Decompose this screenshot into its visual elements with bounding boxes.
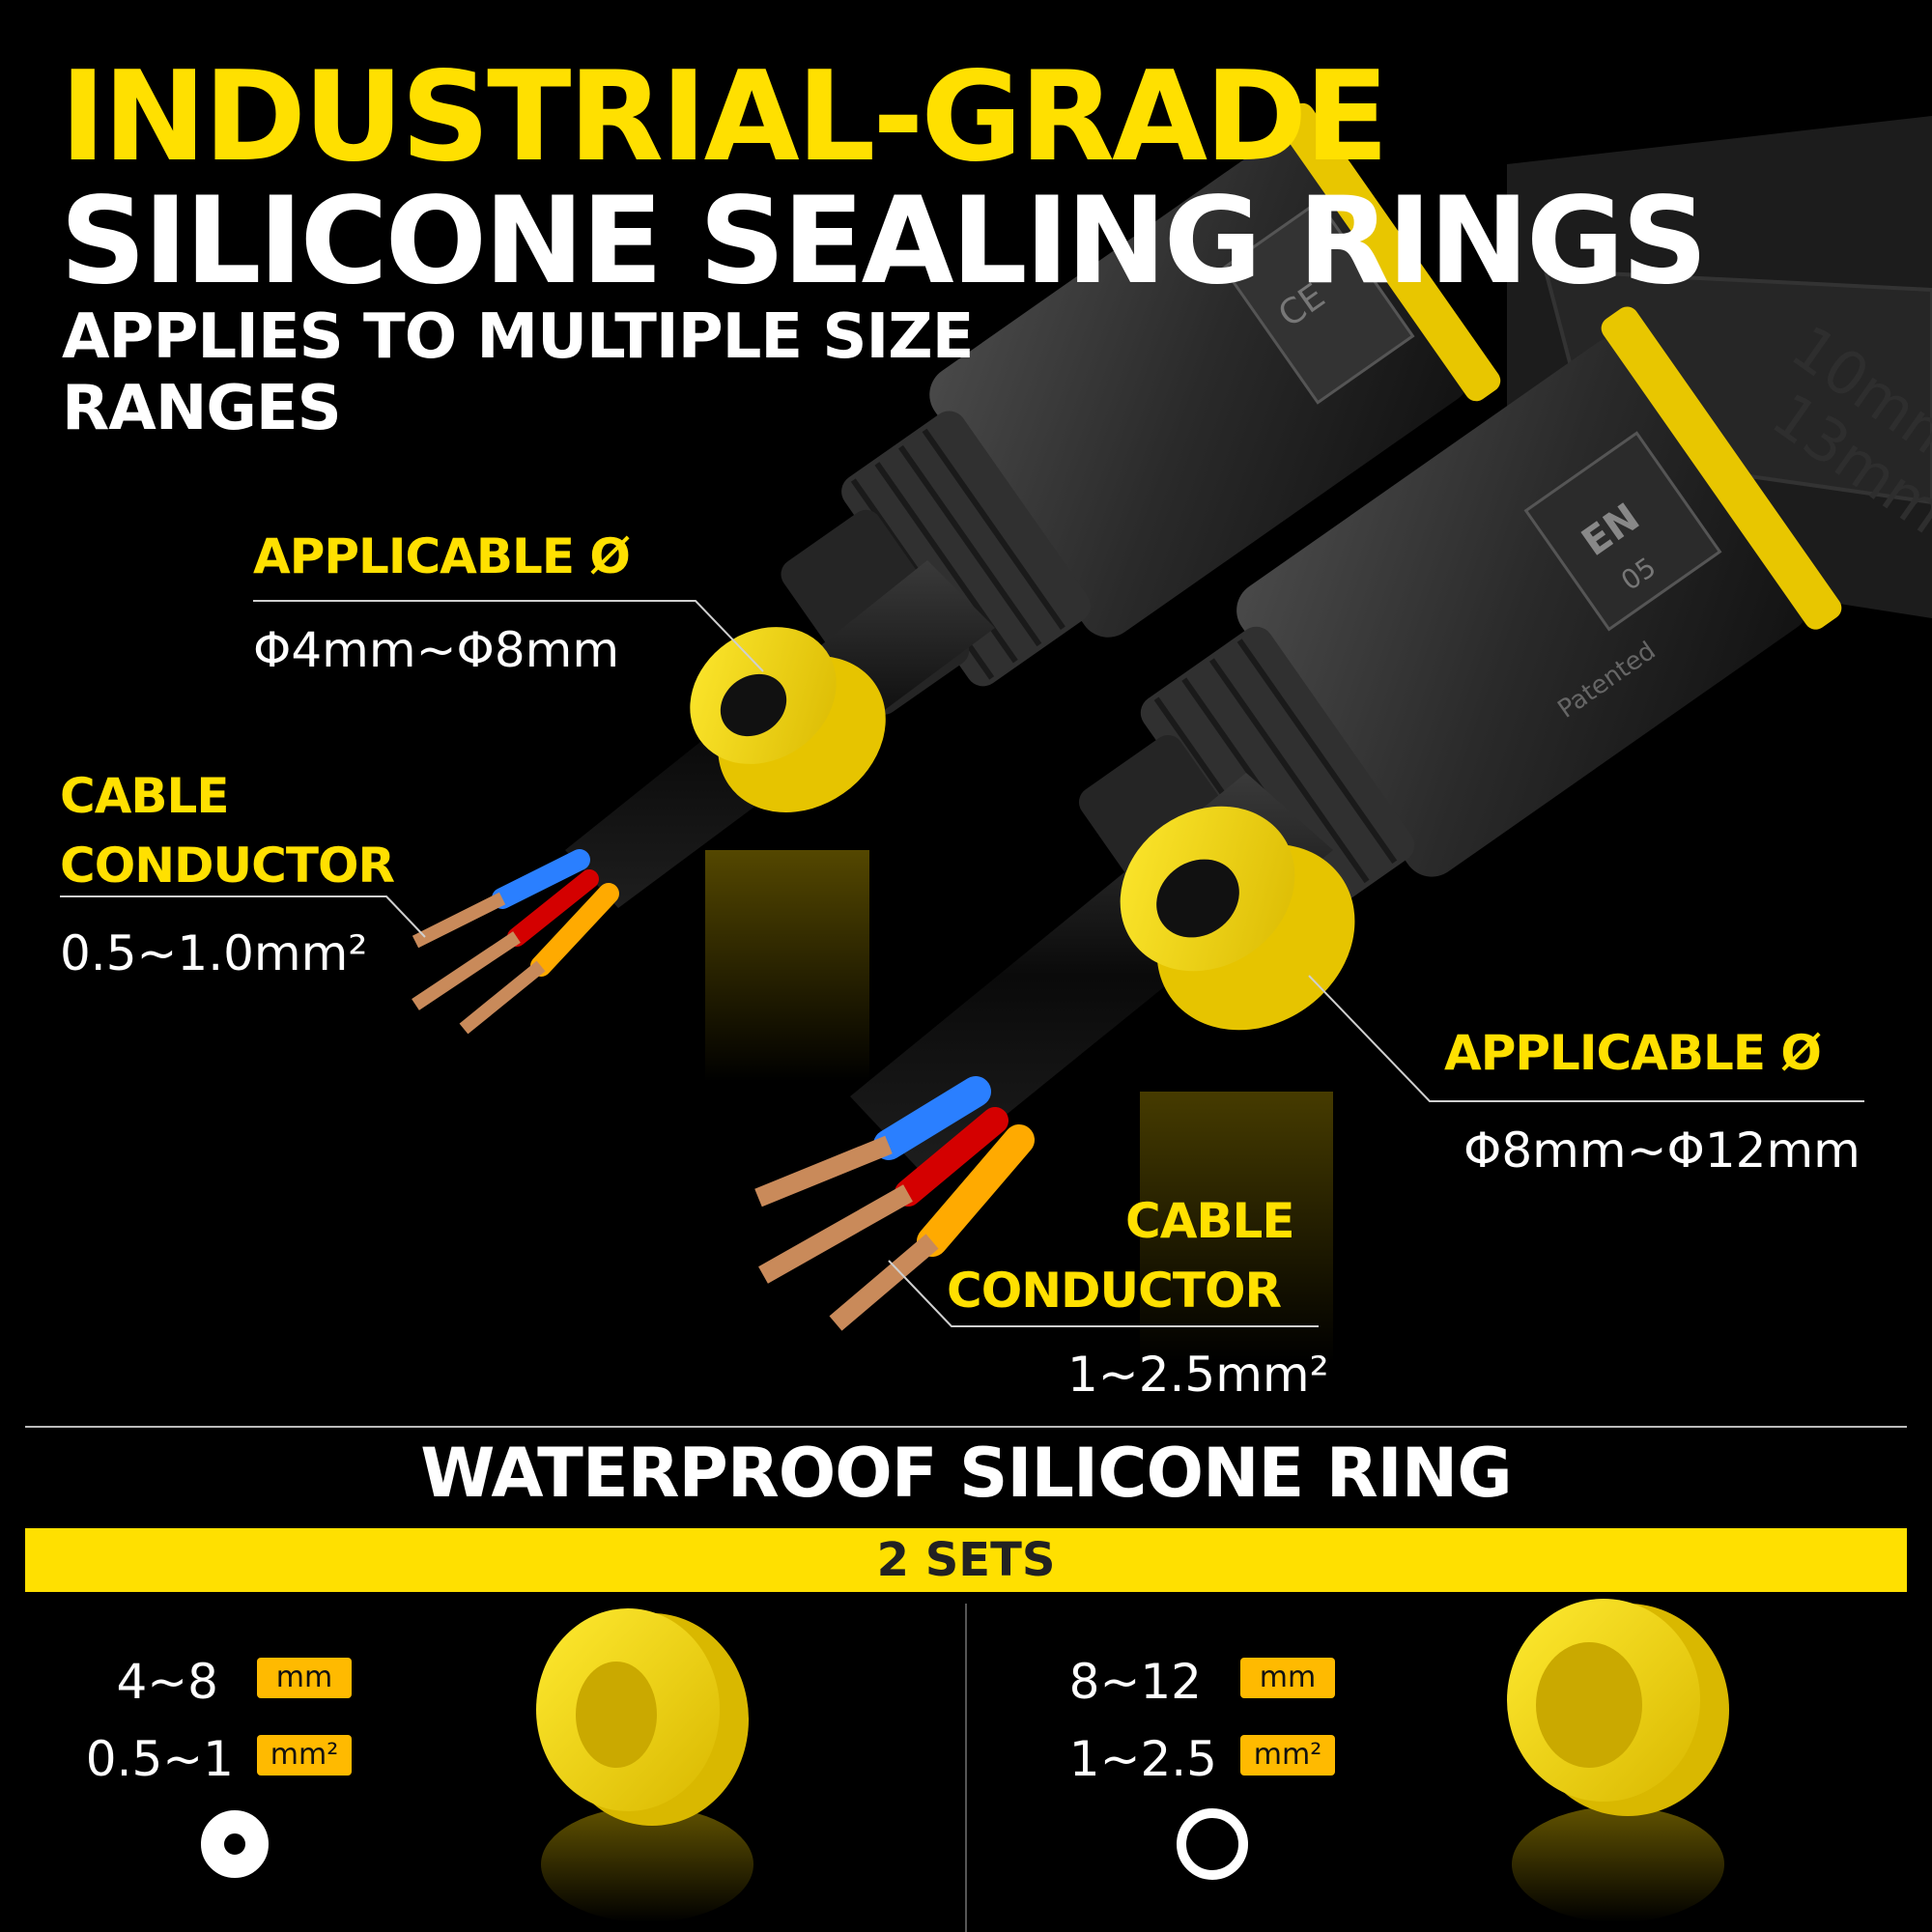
spec-large-conductor-unit: mm² — [1240, 1735, 1335, 1776]
spec-large-diameter-unit: mm — [1240, 1658, 1335, 1698]
spec-small-conductor-unit: mm² — [257, 1735, 352, 1776]
large-cable — [754, 773, 1355, 1331]
large-conductor-label-line1: CABLE — [1125, 1193, 1295, 1249]
callout-lines — [60, 600, 1864, 1327]
section-title: WATERPROOF SILICONE RING — [420, 1434, 1512, 1513]
large-diameter-label: APPLICABLE Ø — [1444, 1025, 1822, 1081]
lower-connector: EN 05 Patented — [1078, 306, 1842, 959]
small-cable — [412, 560, 995, 1035]
section-divider — [25, 1426, 1907, 1428]
spec-small-diameter-unit: mm — [257, 1658, 352, 1698]
spec-large-conductor: 1~2.5 — [1068, 1731, 1217, 1787]
small-hole-icon — [201, 1810, 269, 1878]
ring-product-large — [1507, 1599, 1729, 1816]
large-conductor-label-line2: CONDUCTOR — [947, 1263, 1282, 1319]
small-diameter-label: APPLICABLE Ø — [253, 528, 631, 584]
large-hole-icon — [1177, 1808, 1248, 1880]
spec-small-conductor: 0.5~1 — [85, 1731, 234, 1787]
large-diameter-value: Φ8mm~Φ12mm — [1463, 1122, 1861, 1179]
sets-band: 2 SETS — [25, 1528, 1907, 1592]
small-conductor-label-line2: CONDUCTOR — [60, 838, 395, 894]
page-title-line1: INDUSTRIAL-GRADE — [60, 45, 1389, 189]
spec-large-diameter: 8~12 — [1068, 1654, 1202, 1710]
small-diameter-value: Φ4mm~Φ8mm — [253, 622, 620, 678]
large-conductor-value: 1~2.5mm² — [1067, 1347, 1329, 1403]
spec-small-diameter: 4~8 — [116, 1654, 218, 1710]
small-conductor-value: 0.5~1.0mm² — [60, 925, 368, 981]
small-conductor-label-line1: CABLE — [60, 768, 230, 824]
page-subtitle: APPLIES TO MULTIPLE SIZE RANGES — [62, 301, 974, 444]
page-title-line2: SILICONE SEALING RINGS — [60, 172, 1708, 311]
ring-product-small — [536, 1608, 749, 1826]
